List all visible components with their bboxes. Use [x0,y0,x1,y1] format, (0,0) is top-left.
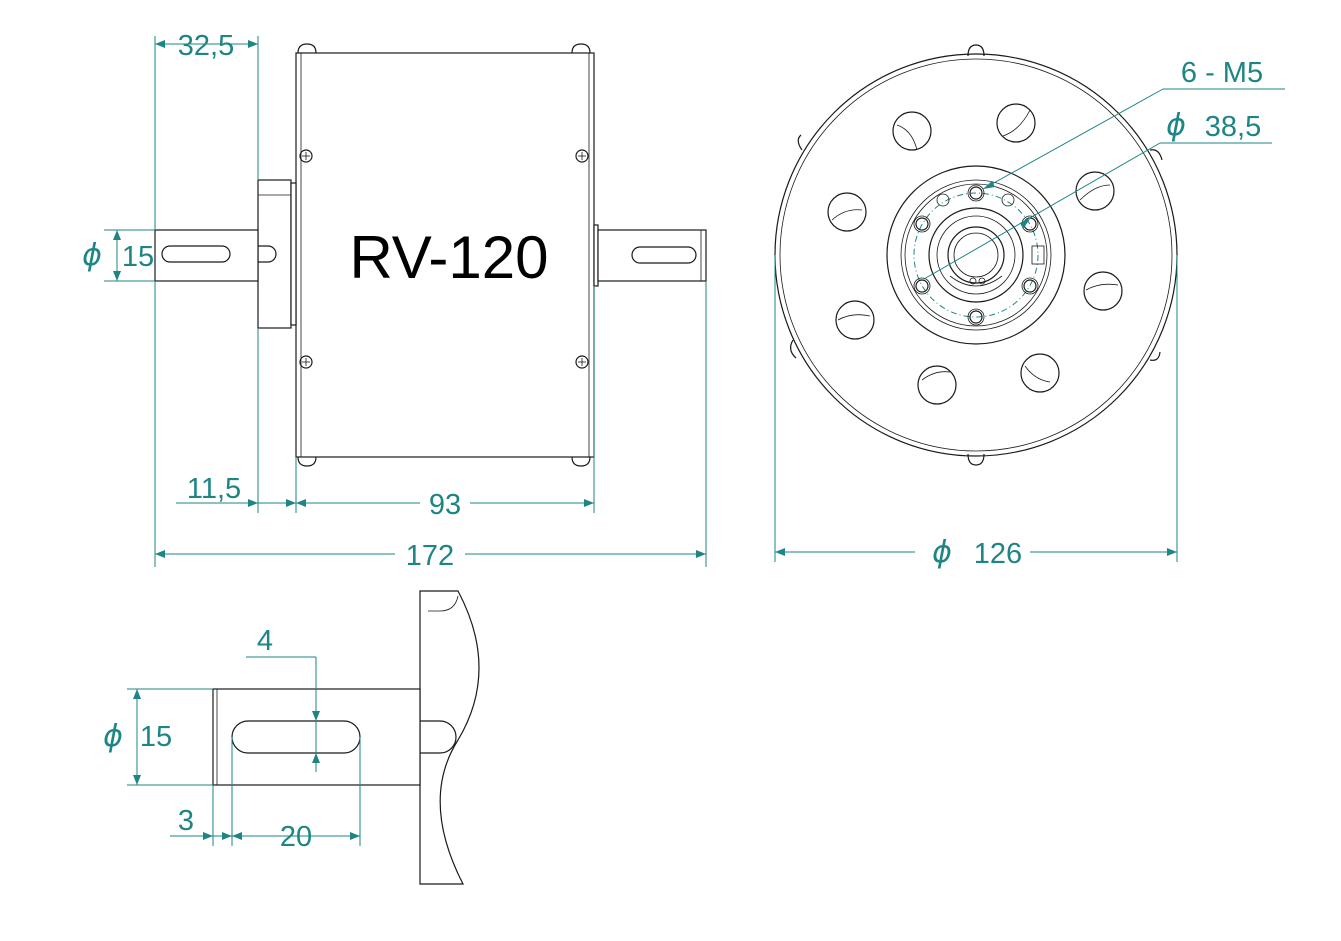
detail-view-dimensions: 4 ϕ 15 3 20 [103,625,361,853]
screw-icon [575,355,589,369]
screw-icon [299,149,313,163]
dim-93: 93 [429,489,461,521]
dim-phi-symbol: ϕ [82,238,102,273]
dim-phi-bolt: ϕ [1166,108,1186,143]
motor-body [295,52,595,458]
front-view-dimensions: 32,5 ϕ 15 11,5 93 172 [82,30,707,572]
dim-11-5: 11,5 [187,473,241,505]
dim-20: 20 [280,821,312,853]
dim-15-front: 15 [122,241,154,273]
flange-section [419,590,480,885]
dim-3: 3 [178,805,194,837]
dim-4: 4 [257,625,273,657]
mounting-holes [827,103,1123,405]
dim-32-5: 32,5 [178,30,234,62]
front-view: RV-120 [154,43,707,467]
threaded-holes [913,184,1039,326]
hub [886,165,1066,345]
dim-6-m5: 6 - M5 [1181,57,1263,89]
model-label: RV-120 [349,224,548,291]
side-view [774,44,1178,466]
dim-38-5: 38,5 [1205,111,1261,143]
dim-172: 172 [406,540,454,572]
dim-phi-detail: ϕ [103,719,123,754]
dim-15-detail: 15 [140,721,172,753]
dim-phi-outer: ϕ [932,535,952,570]
dim-126: 126 [974,538,1022,570]
left-shaft [154,229,259,282]
screw-icon [575,149,589,163]
side-view-dimensions: 6 - M5 ϕ 38,5 ϕ 126 [774,57,1285,570]
left-flange [257,179,292,329]
detail-view [212,590,480,885]
screw-icon [299,355,313,369]
right-shaft [597,229,707,282]
